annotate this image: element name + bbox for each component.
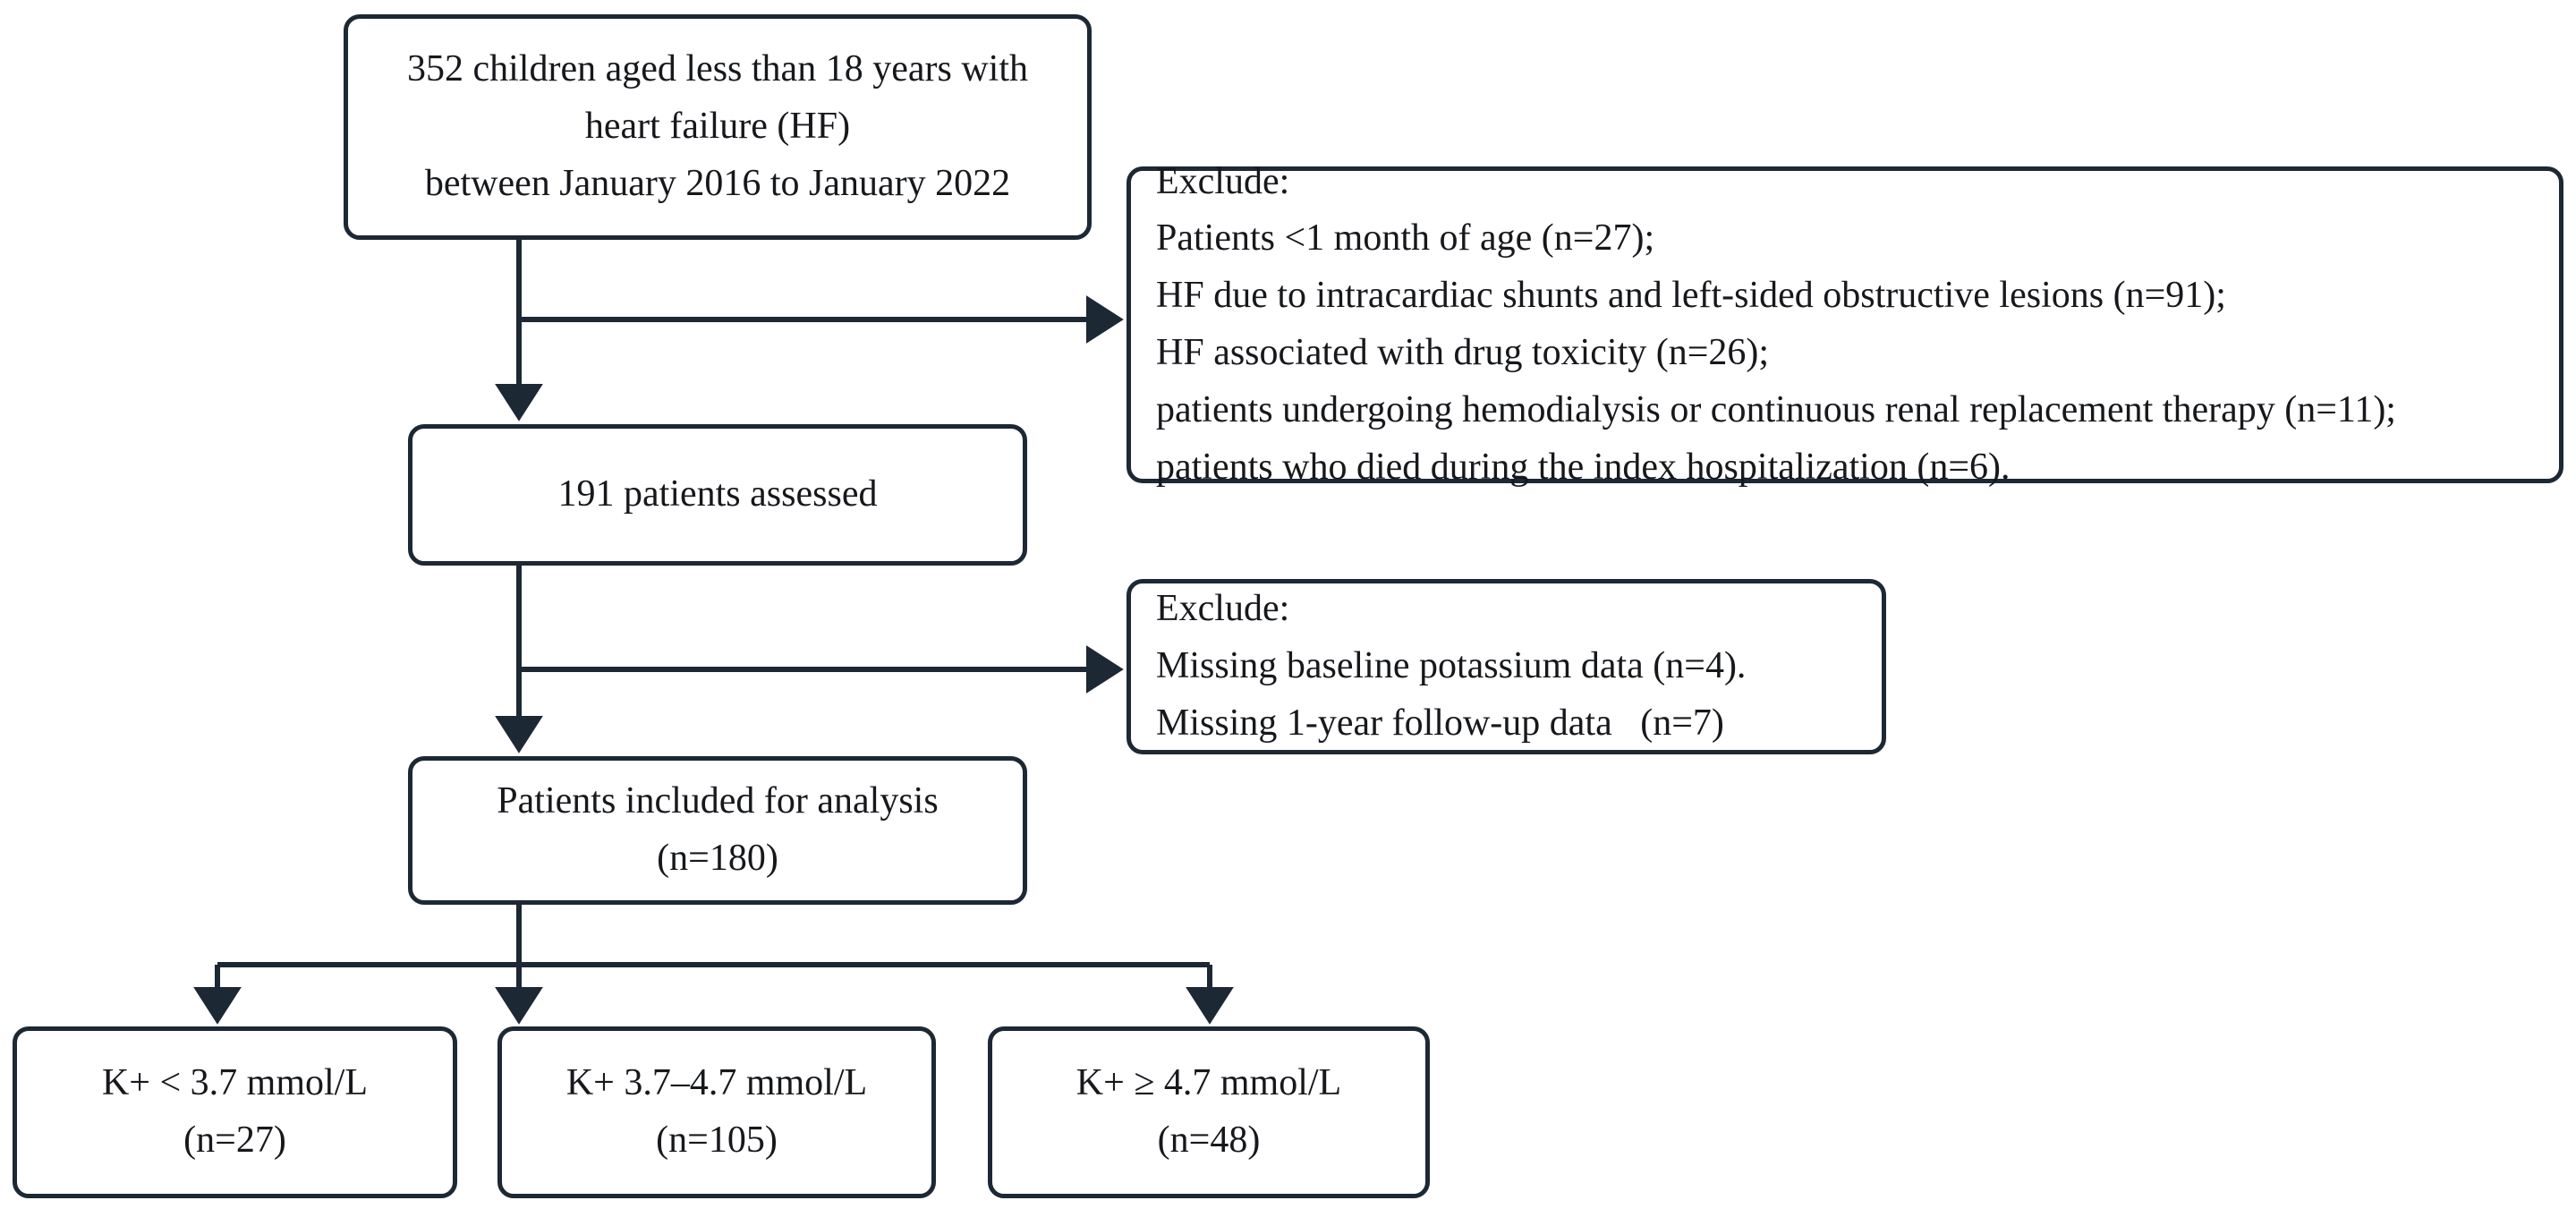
node-group-high: K+ ≥ 4.7 mmol/L (n=48) xyxy=(988,1026,1430,1198)
node-group-mid-label: K+ 3.7–4.7 mmol/L xyxy=(565,1062,868,1104)
node-exclude-1-item-5: patients who died during the index hospi… xyxy=(1156,446,2011,488)
node-group-mid-count: (n=105) xyxy=(656,1120,778,1161)
node-assessed-line-1: 191 patients assessed xyxy=(557,473,878,515)
node-cohort-line-3: between January 2016 to January 2022 xyxy=(424,162,1011,204)
node-group-low-count: (n=27) xyxy=(183,1120,286,1161)
node-exclude-2-heading: Exclude: xyxy=(1156,588,1290,630)
node-exclude-1: Exclude: Patients <1 month of age (n=27)… xyxy=(1126,161,2563,488)
node-cohort-line-2: heart failure (HF) xyxy=(584,106,851,148)
node-cohort-line-1: 352 children aged less than 18 years wit… xyxy=(407,48,1028,90)
node-included: Patients included for analysis (n=180) xyxy=(408,756,1027,905)
node-group-high-label: K+ ≥ 4.7 mmol/L xyxy=(1075,1062,1342,1104)
node-group-low: K+ < 3.7 mmol/L (n=27) xyxy=(13,1026,457,1198)
node-group-high-count: (n=48) xyxy=(1157,1120,1261,1161)
node-cohort: 352 children aged less than 18 years wit… xyxy=(344,14,1092,240)
node-exclude-1-item-4: patients undergoing hemodialysis or cont… xyxy=(1156,388,2396,430)
node-group-low-label: K+ < 3.7 mmol/L xyxy=(101,1062,369,1104)
node-exclude-1-item-3: HF associated with drug toxicity (n=26); xyxy=(1156,332,1770,373)
node-included-line-1: Patients included for analysis xyxy=(497,780,939,822)
node-exclude-1-item-2: HF due to intracardiac shunts and left-s… xyxy=(1156,275,2226,317)
node-group-mid: K+ 3.7–4.7 mmol/L (n=105) xyxy=(497,1026,936,1198)
node-exclude-2-item-1: Missing baseline potassium data (n=4). xyxy=(1156,645,1747,687)
node-exclude-2-item-2: Missing 1-year follow-up data (n=7) xyxy=(1156,702,1724,744)
node-assessed: 191 patients assessed xyxy=(408,424,1027,566)
node-exclude-1-heading: Exclude: xyxy=(1156,160,1290,202)
node-exclude-2: Exclude: Missing baseline potassium data… xyxy=(1126,579,1886,754)
node-exclude-1-item-1: Patients <1 month of age (n=27); xyxy=(1156,217,1655,260)
node-included-line-2: (n=180) xyxy=(657,838,778,879)
